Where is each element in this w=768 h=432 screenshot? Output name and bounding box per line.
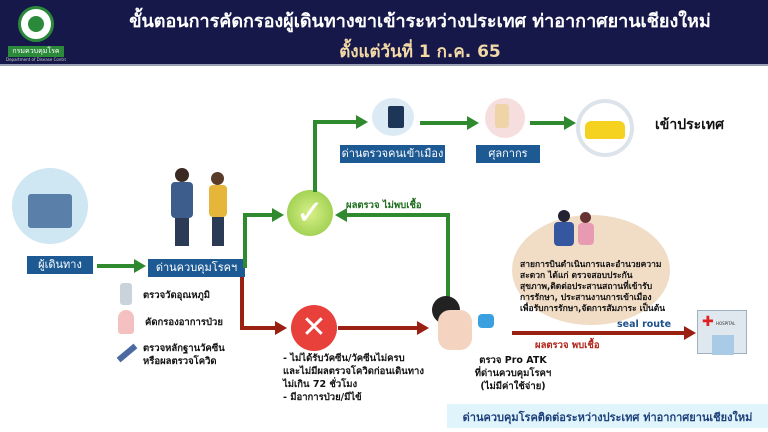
arrow-head <box>335 208 347 222</box>
passport-icon <box>372 98 414 136</box>
page-subtitle: ตั้งแต่วันที่ 1 ก.ค. 65 <box>339 42 501 62</box>
flow-line <box>240 326 276 330</box>
check-item: ตรวจหลักฐานวัคซีน หรือผลตรวจโควิด <box>143 343 225 367</box>
fail-conditions: - ไม่ได้รับวัคซีน/วัคซีนไม่ครบ และไม่มีผ… <box>283 353 424 403</box>
ddc-logo <box>18 6 54 42</box>
arrow-head <box>684 326 696 340</box>
arrow-head <box>467 116 479 130</box>
check-item: คัดกรองอาการป่วย <box>145 317 223 328</box>
airline-staff-icon <box>550 210 600 250</box>
arrow-head <box>272 208 284 222</box>
checkpoint-label: ด่านควบคุมโรคฯ <box>148 259 245 277</box>
negative-result-label: ผลตรวจ ไม่พบเชื้อ <box>346 200 422 211</box>
hospital-sign: HOSPITAL <box>716 321 736 326</box>
taxi-icon <box>576 99 634 157</box>
traveler-label: ผู้เดินทาง <box>27 256 93 274</box>
arrow-head <box>134 259 146 273</box>
footer-text: ด่านควบคุมโรคติดต่อระหว่างประเทศ ท่าอากา… <box>462 411 753 424</box>
atk-test-icon <box>432 296 502 352</box>
immigration-label: ด่านตรวจคนเข้าเมือง <box>340 145 445 163</box>
flow-line <box>313 120 357 124</box>
flow-line <box>530 121 565 125</box>
thermometer-icon <box>120 283 132 305</box>
arrow-head <box>356 115 368 129</box>
logo-text: กรมควบคุมโรค <box>8 46 64 57</box>
airline-note: สายการบินดำเนินการและอำนวยความ สะดวก ได้… <box>520 260 666 314</box>
seal-route-label: seal route <box>617 319 672 330</box>
flow-line <box>240 277 244 329</box>
hospital-icon: ✚ HOSPITAL <box>697 310 747 355</box>
flow-line <box>338 326 418 330</box>
flow-line <box>313 120 317 192</box>
syringe-icon <box>116 343 138 363</box>
header: กรมควบคุมโรค Department of Disease Contr… <box>0 0 768 66</box>
positive-result-label: ผลตรวจ พบเชื้อ <box>535 340 600 351</box>
seal-route-line <box>512 331 686 335</box>
customs-label: ศุลกากร <box>476 145 540 163</box>
flow-line <box>446 213 450 305</box>
arrow-head <box>417 321 429 335</box>
check-icon: ✓ <box>287 190 333 236</box>
arrow-line <box>97 264 135 268</box>
screening-people-icon <box>165 168 235 248</box>
footer-banner <box>447 404 768 428</box>
arrow-head <box>275 321 287 335</box>
flow-line <box>243 215 247 268</box>
logo-subtext: Department of Disease Control <box>6 57 66 62</box>
airport-icon <box>12 168 88 244</box>
enter-country-label: เข้าประเทศ <box>655 117 725 133</box>
arrow-head <box>564 116 576 130</box>
atk-label: ตรวจ Pro ATK ที่ด่านควบคุมโรคฯ (ไม่มีค่า… <box>474 355 552 392</box>
red-cross-icon: ✚ <box>702 314 714 330</box>
flow-line <box>346 213 450 217</box>
luggage-icon <box>485 98 525 138</box>
page-title: ขั้นตอนการคัดกรองผู้เดินทางขาเข้าระหว่าง… <box>129 11 711 32</box>
doctor-icon <box>118 310 134 334</box>
check-item: ตรวจวัดอุณหภูมิ <box>143 290 210 301</box>
flow-line <box>420 121 468 125</box>
fail-icon: ✕ <box>291 305 337 351</box>
flow-line <box>243 213 273 217</box>
